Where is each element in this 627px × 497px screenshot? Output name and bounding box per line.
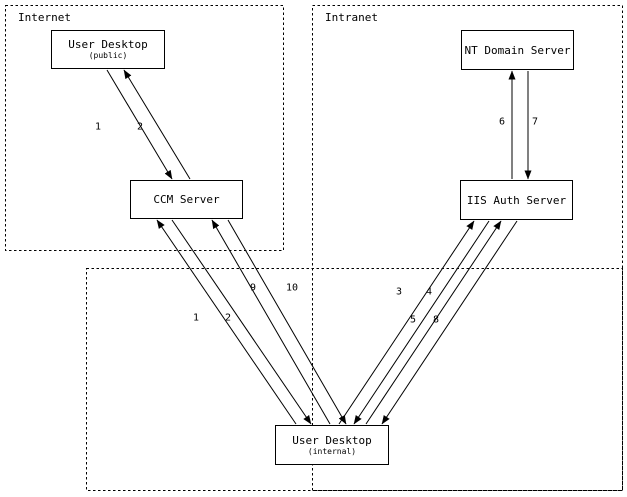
zone-boundaries	[5, 5, 623, 491]
zone-boundary-internet	[5, 5, 284, 251]
flow-arrow-9-user-desktop-internal-to-ccm-server	[211, 219, 331, 425]
zone-boundary-lower	[86, 268, 623, 491]
flow-step-label-8-l8: 8	[432, 314, 440, 326]
flow-step-label-3-l3: 3	[395, 286, 403, 298]
node-iis-auth-server-title: IIS Auth Server	[466, 193, 567, 207]
flow-step-label-2-l2: 2	[136, 121, 144, 133]
node-ccm-server-title: CCM Server	[153, 193, 220, 206]
flow-step-label-1-l1b: 1	[192, 312, 200, 324]
node-user-desktop-public-subtitle: (public)	[88, 51, 128, 60]
flow-arrow-8-iis-auth-server-to-user-desktop-internal	[381, 220, 518, 425]
flow-arrows	[106, 69, 532, 425]
flow-step-label-10-l10: 10	[285, 282, 299, 294]
flow-arrow-1-user-desktop-internal-to-ccm-server	[156, 219, 297, 425]
node-nt-domain-server-title: NT Domain Server	[464, 43, 571, 57]
flow-step-label-7-l7: 7	[531, 116, 539, 128]
flow-step-label-4-l4: 4	[425, 286, 433, 298]
flow-arrow-3-user-desktop-internal-to-iis-auth-server	[338, 220, 475, 425]
node-user-desktop-internal-title: User Desktop	[292, 433, 372, 447]
flow-arrow-1-user-desktop-public-to-ccm-server	[106, 69, 173, 180]
node-user-desktop-internal[interactable]: User Desktop(internal)	[275, 425, 389, 465]
node-iis-auth-server[interactable]: IIS Auth Server	[460, 180, 573, 220]
flow-arrow-4-iis-auth-server-to-user-desktop-internal	[353, 220, 490, 425]
flow-step-label-2-l2b: 2	[224, 312, 232, 324]
node-user-desktop-internal-subtitle: (internal)	[307, 446, 357, 456]
flow-step-label-5-l5: 5	[409, 314, 417, 326]
flow-arrow-2-ccm-server-to-user-desktop-public	[123, 69, 191, 180]
node-nt-domain-server[interactable]: NT Domain Server	[461, 30, 574, 70]
flow-step-label-1-l1: 1	[94, 121, 102, 133]
flow-arrow-5-user-desktop-internal-to-iis-auth-server	[365, 220, 502, 425]
flow-step-label-9-l9: 9	[249, 282, 257, 294]
node-user-desktop-public[interactable]: User Desktop(public)	[51, 30, 165, 69]
flow-arrow-2-ccm-server-to-user-desktop-internal	[171, 219, 312, 425]
node-user-desktop-public-title: User Desktop	[68, 38, 148, 51]
flow-step-label-6-l6: 6	[498, 116, 506, 128]
zone-boundary-intranet	[312, 5, 623, 491]
zone-label-internet: Internet	[18, 11, 71, 24]
node-ccm-server[interactable]: CCM Server	[130, 180, 243, 219]
zone-label-intranet: Intranet	[325, 11, 378, 24]
flow-arrow-10-ccm-server-to-user-desktop-internal	[227, 219, 347, 425]
